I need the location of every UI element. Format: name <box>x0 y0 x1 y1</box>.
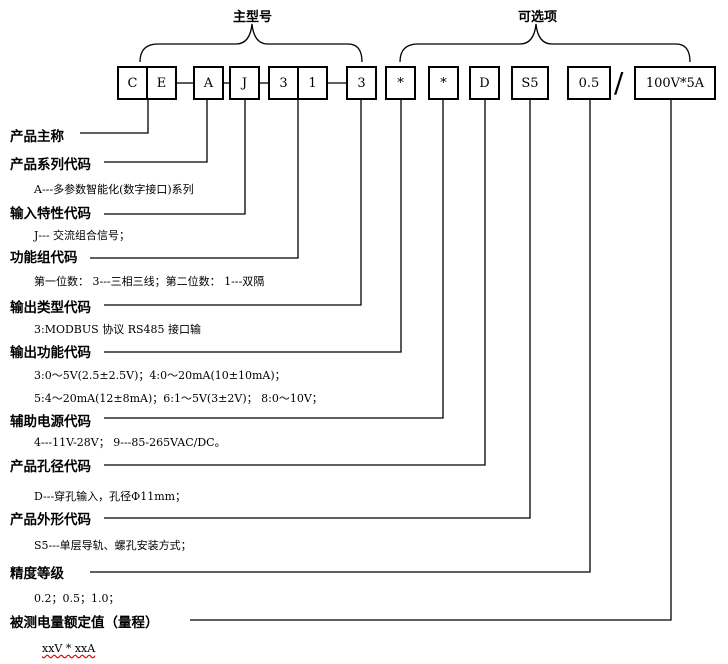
code-box-output-type: 3 <box>346 66 377 100</box>
field-label-product-name: 产品主称 <box>10 129 64 145</box>
field-desc-output-type: 3:MODBUS 协议 RS485 接口输 <box>34 323 201 336</box>
field-label-aperture-code: 产品孔径代码 <box>10 459 91 475</box>
field-label-series-code: 产品系列代码 <box>10 157 91 173</box>
field-desc-function-group: 第一位数： 3---三相三线；第二位数： 1---双隔 <box>34 275 265 288</box>
leader-shape-code <box>104 100 531 519</box>
main-model-brace <box>139 23 363 63</box>
field-label-input-code: 输入特性代码 <box>10 206 91 222</box>
code-box-j: J <box>229 66 260 100</box>
separator-slash: / <box>614 66 624 99</box>
code-box-e: E <box>146 66 177 100</box>
leader-rated-value <box>190 100 672 621</box>
code-box-1: 1 <box>297 66 328 100</box>
optional-brace <box>399 23 691 63</box>
leader-product-name <box>80 100 149 134</box>
code-box-accuracy: 0.5 <box>567 66 611 100</box>
field-label-rated-value: 被测电量额定值（量程） <box>10 615 159 631</box>
code-box-d: D <box>469 66 500 100</box>
field-desc-shape-code: S5---单层导轨、螺孔安装方式； <box>34 539 192 552</box>
field-label-accuracy: 精度等级 <box>10 566 64 582</box>
leader-output-function <box>104 100 402 353</box>
main-model-heading: 主型号 <box>233 10 273 25</box>
field-desc-input-code: J--- 交流组合信号； <box>34 229 131 242</box>
leader-accuracy <box>90 100 591 573</box>
leader-aperture-code <box>104 100 486 466</box>
leader-aux-power <box>104 100 444 419</box>
field-label-aux-power: 辅助电源代码 <box>10 414 91 430</box>
field-desc-rated-value: xxV * xxA <box>42 642 96 655</box>
field-desc-aux-power: 4---11V-28V； 9---85-265VAC/DC。 <box>34 436 226 449</box>
code-box-s5: S5 <box>511 66 549 100</box>
field-desc-aperture-code: D---穿孔输入，孔径Φ11mm； <box>34 490 187 503</box>
field-label-function-group: 功能组代码 <box>10 250 78 266</box>
code-box-c: C <box>117 66 148 100</box>
code-box-a: A <box>193 66 224 100</box>
field-desc-output-function-2: 5:4～20mA(12±8mA)；6:1～5V(3±2V)； 8:0～10V； <box>34 392 323 405</box>
leader-function-group <box>90 100 299 259</box>
leader-series-code <box>104 100 208 163</box>
leader-input-code <box>104 100 246 215</box>
field-label-output-function: 输出功能代码 <box>10 345 91 361</box>
code-box-star-2: * <box>428 66 459 100</box>
code-box-star-1: * <box>385 66 416 100</box>
optional-heading: 可选项 <box>518 10 558 25</box>
field-desc-output-function-1: 3:0～5V(2.5±2.5V)；4:0～20mA(10±10mA)； <box>34 369 286 382</box>
leader-output-type <box>104 100 362 306</box>
code-box-3: 3 <box>268 66 299 100</box>
field-label-output-type: 输出类型代码 <box>10 300 91 316</box>
field-desc-series-code: A---多参数智能化(数字接口)系列 <box>34 183 194 196</box>
code-box-rating: 100V*5A <box>634 66 716 100</box>
field-label-shape-code: 产品外形代码 <box>10 512 91 528</box>
field-desc-accuracy: 0.2；0.5；1.0； <box>34 592 120 605</box>
